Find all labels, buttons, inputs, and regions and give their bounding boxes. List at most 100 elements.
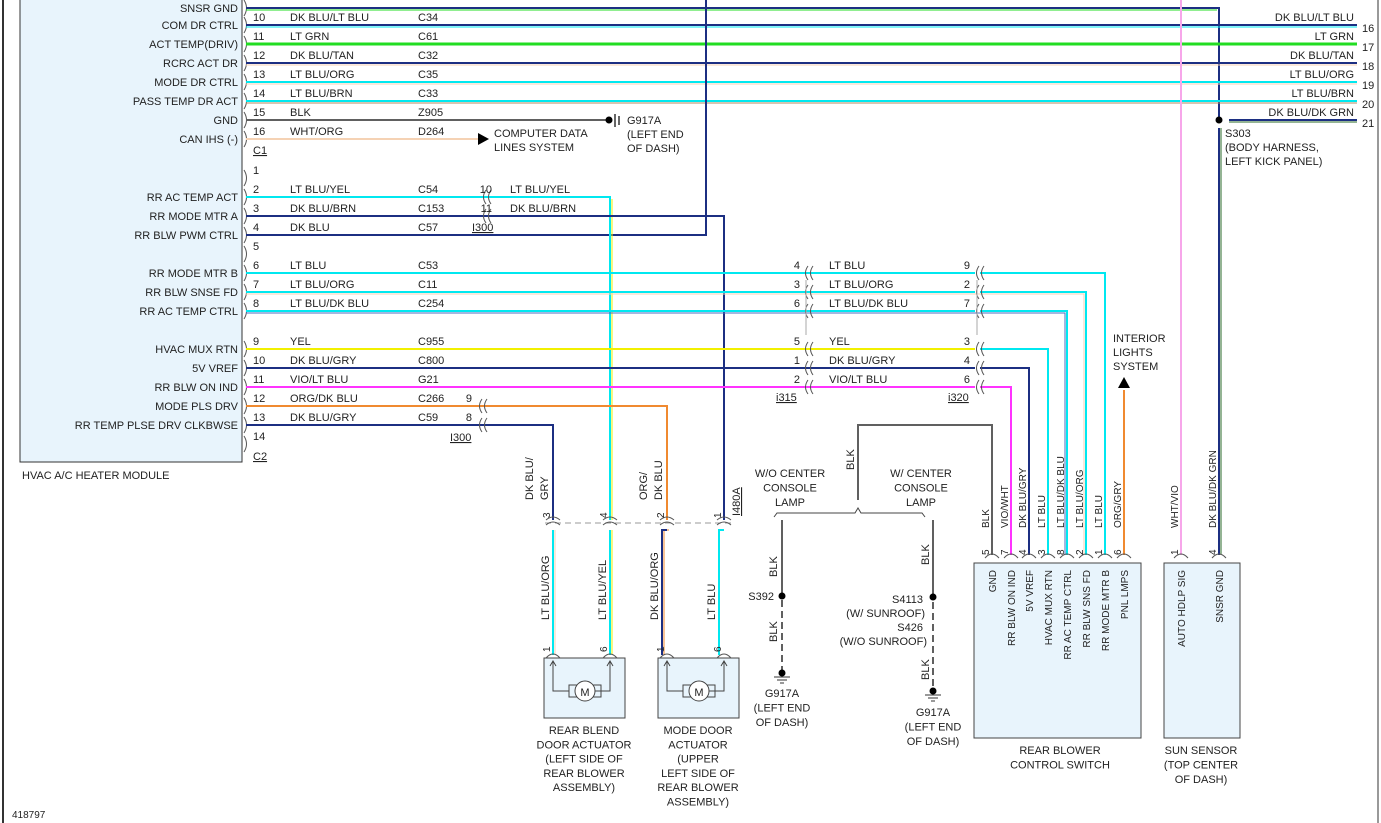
pin-function-label: CAN IHS (-) [179,134,238,146]
wire-org-dk-blu [246,405,668,520]
arrow-up-icon [720,660,728,667]
circuit-label: C153 [418,203,444,215]
wire-color-label: WHT/ORG [290,126,343,138]
wire [980,291,1087,555]
ground-dot [605,116,613,124]
wire-color-label: DK BLU/GRY [1018,467,1029,528]
connector-cavity [483,208,492,224]
pin-number: 2 [1075,549,1086,555]
splice-note: (W/ SUNROOF) [846,608,925,620]
connector-cavity [479,417,488,433]
wire [980,310,1068,555]
splice-s303-dot [1215,116,1223,124]
wire-color-label: LT BLU/ORG [290,69,354,81]
connector-pin [1003,553,1019,559]
pin-number: 3 [1037,549,1048,555]
pin-number: 8 [1056,549,1067,555]
ground-g917a-label: OF DASH) [756,717,809,729]
interior-lights-label: LIGHTS [1113,347,1153,359]
connector-pin [1078,553,1094,559]
pin-function-label: RR BLW ON IND [154,382,238,394]
arrow-right-icon [478,133,489,145]
motor-label: M [694,687,703,699]
pin-number: 1 [542,646,553,652]
wire-blk [857,424,993,555]
pin-number: 16 [1362,23,1374,35]
wire-color-label: LT BLU/YEL [510,184,570,196]
pin-function-label: RR MODE MTR A [149,211,238,223]
wire-color-label: LT BLU/YEL [597,560,609,620]
connector-pin-number: 1 [713,512,724,518]
pin-number: 16 [253,126,265,138]
wire-color-label: VIO/WHT [1000,485,1011,528]
splice-location: (BODY HARNESS, [1225,142,1319,154]
connector-cavity [805,379,814,395]
pin-number: 1 [656,646,667,652]
connector-cavity [805,360,814,376]
connector-pin-number: 9 [466,393,472,405]
ground-g917a-label: OF DASH) [907,736,960,748]
connector-i315-label: i315 [776,392,797,404]
pin-function-label: PNL LMPS [1120,570,1131,619]
connector-c1-label: C1 [253,145,267,157]
motor-label: M [580,687,589,699]
wire-color-label: WHT/VIO [1170,485,1181,528]
motor-icon [688,680,710,702]
splice-s4113-dot [929,593,937,601]
option-label: W/ CENTER [890,468,952,480]
ground-dot [778,669,786,677]
connector-pin-number: 5 [794,336,800,348]
wire-color-label: DK BLU/DK GRN [1268,107,1354,119]
pin-number: 11 [253,374,264,386]
pin-number: 6 [713,646,724,652]
pin-function-label: HVAC MUX RTN [1044,570,1055,645]
pin-function-label: RR TEMP PLSE DRV CLKBWSE [75,420,238,432]
pin-number: 9 [253,336,259,348]
ground-location: OF DASH) [627,143,680,155]
pin-number: 12 [253,393,265,405]
connector-pin-number: 3 [794,279,800,291]
connector-i320-label: i320 [948,392,969,404]
splice-location: LEFT KICK PANEL) [1225,156,1322,168]
wire-color-label: BLK [981,509,992,528]
ground-g917a-label: G917A [916,707,951,719]
circuit-label: C34 [418,12,438,24]
connector-pin-number: 6 [964,374,970,386]
pin-number: 15 [253,107,265,119]
pin-number: 4 [253,222,259,234]
wire-color-label: BLK [920,544,932,565]
wire-color-label: DK BLU/LT BLU [1275,12,1354,24]
hvac-module-title: HVAC A/C HEATER MODULE [22,470,170,482]
sun-sensor-label: OF DASH) [1175,774,1228,786]
connector-pin-number: 2 [794,374,800,386]
mode-door-actuator-label: ACTUATOR [668,739,728,751]
diagram-id: 418797 [12,810,46,821]
sun-sensor-label: SUN SENSOR [1165,745,1238,757]
wire-color-label: LT BLU [829,260,865,272]
connector-pin-number: 2 [656,512,667,518]
arrow-up-icon [1118,377,1130,388]
pin-function-label: SNSR GND [180,3,238,15]
pin-number: 12 [253,50,265,62]
rear-blend-door-actuator-label: DOOR ACTUATOR [537,739,632,751]
circuit-label: C32 [418,50,438,62]
pin-number: 4 [1018,549,1029,555]
module-pin-cavity [243,435,247,453]
wire-dk-blu-brn [246,215,725,520]
pin-function-label: RR AC TEMP CTRL [1063,570,1074,660]
wire-color-label: LT BLU/ORG [290,279,354,291]
wire [980,386,1012,555]
connector-pin [1116,553,1132,559]
actuator-internal-wire [552,662,569,692]
connector-cavity [976,379,985,395]
connector-cavity [805,341,814,357]
wire-tracer [663,529,669,655]
circuit-label: C955 [418,336,444,348]
circuit-label: C254 [418,298,444,310]
data-lines-label: COMPUTER DATA [494,128,588,140]
connector-pin-number: 10 [480,184,492,196]
connector-c2-label: C2 [253,451,267,463]
pin-function-label: RR BLW PWM CTRL [134,230,238,242]
